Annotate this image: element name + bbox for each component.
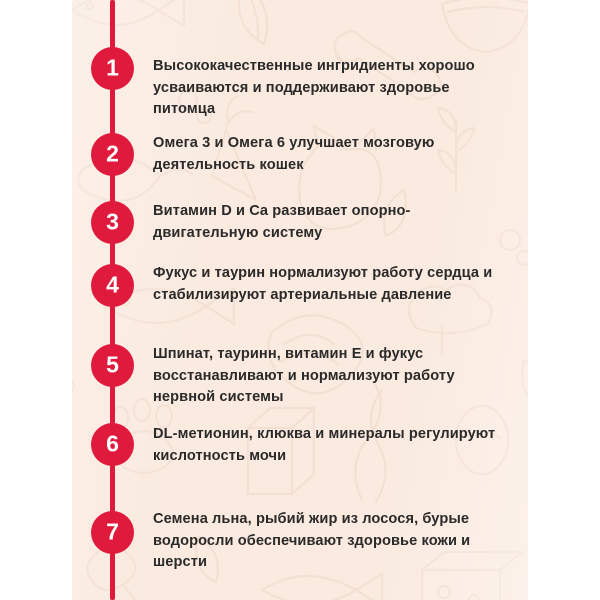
timeline-bullet-5[interactable]: 5	[91, 344, 134, 387]
timeline-bullet-6[interactable]: 6	[91, 423, 134, 466]
timeline-bullet-7[interactable]: 7	[91, 511, 134, 554]
timeline-bullet-6-number: 6	[106, 430, 119, 457]
left-margin	[0, 0, 72, 600]
timeline-text-3: Витамин D и Ca развивает опорно-двигател…	[153, 203, 411, 241]
timeline-bullet-5-number: 5	[106, 351, 119, 378]
timeline-text-1: Высококачественные ингридиенты хорошо ус…	[153, 58, 475, 117]
timeline-bullet-1-number: 1	[106, 54, 119, 81]
timeline-bullet-4[interactable]: 4	[91, 264, 134, 307]
timeline-text-6: DL-метионин, клюква и минералы регулирую…	[153, 426, 496, 464]
timeline-text-2: Омега 3 и Омега 6 улучшает мозговую деят…	[153, 135, 435, 173]
timeline-bullet-7-number: 7	[106, 518, 119, 545]
timeline-bullet-4-number: 4	[106, 271, 119, 298]
right-margin	[528, 0, 600, 600]
timeline-bullet-2[interactable]: 2	[91, 133, 134, 176]
timeline-text-5: Шпинат, тауринн, витамин E и фукус восст…	[153, 346, 455, 405]
timeline-text-7: Семена льна, рыбий жир из лосося, бурые …	[153, 511, 471, 570]
timeline-bullet-2-number: 2	[106, 140, 119, 167]
timeline-bullet-1[interactable]: 1	[91, 47, 134, 90]
timeline-text-4: Фукус и таурин нормализуют работу сердца…	[153, 265, 493, 303]
timeline-bullet-3[interactable]: 3	[91, 201, 134, 244]
timeline-bullet-3-number: 3	[106, 208, 119, 235]
